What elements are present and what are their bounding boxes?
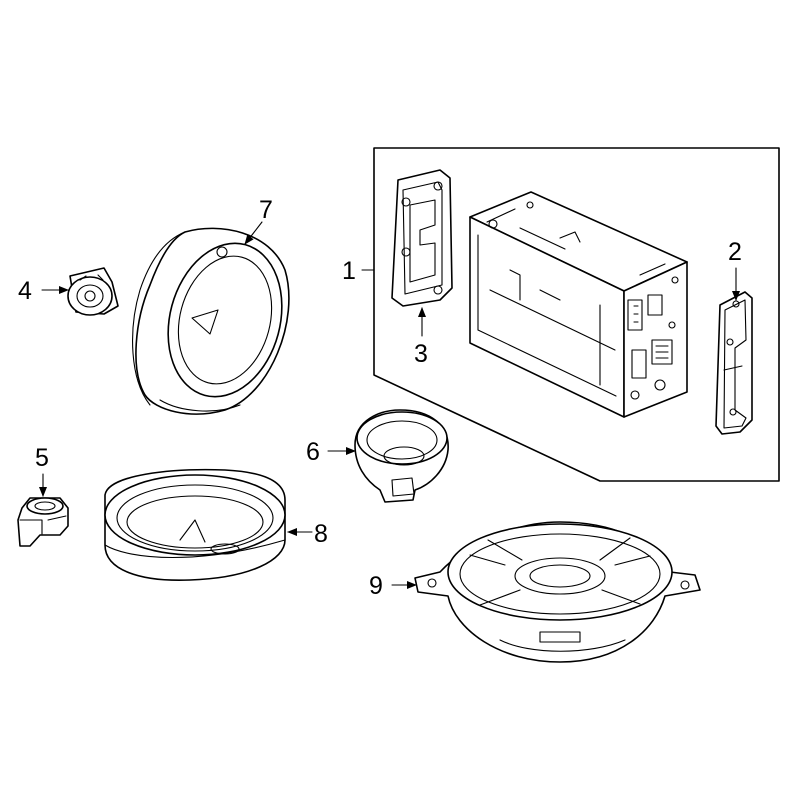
callout-5: 5: [35, 444, 49, 472]
midrange-speaker: [354, 409, 449, 503]
right-mounting-bracket: [715, 291, 753, 435]
callout-9: 9: [369, 572, 383, 600]
speaker-large: [132, 227, 290, 415]
callout-8: 8: [314, 520, 328, 548]
callout-2: 2: [728, 238, 742, 266]
callout-leaders: [39, 221, 740, 589]
callout-1: 1: [342, 257, 356, 285]
callout-3: 3: [414, 340, 428, 368]
radio-receiver-unit: [469, 191, 688, 418]
callout-7: 7: [259, 196, 273, 224]
callout-4: 4: [18, 277, 32, 305]
tweeter-mount: [17, 497, 69, 547]
tweeter-small: [67, 267, 119, 316]
group-frame: [373, 147, 780, 482]
woofer-speaker: [414, 521, 701, 663]
leader-7: [244, 221, 263, 245]
speaker-oval: [104, 468, 286, 581]
callout-6: 6: [306, 438, 320, 466]
left-mounting-bracket: [391, 169, 453, 307]
